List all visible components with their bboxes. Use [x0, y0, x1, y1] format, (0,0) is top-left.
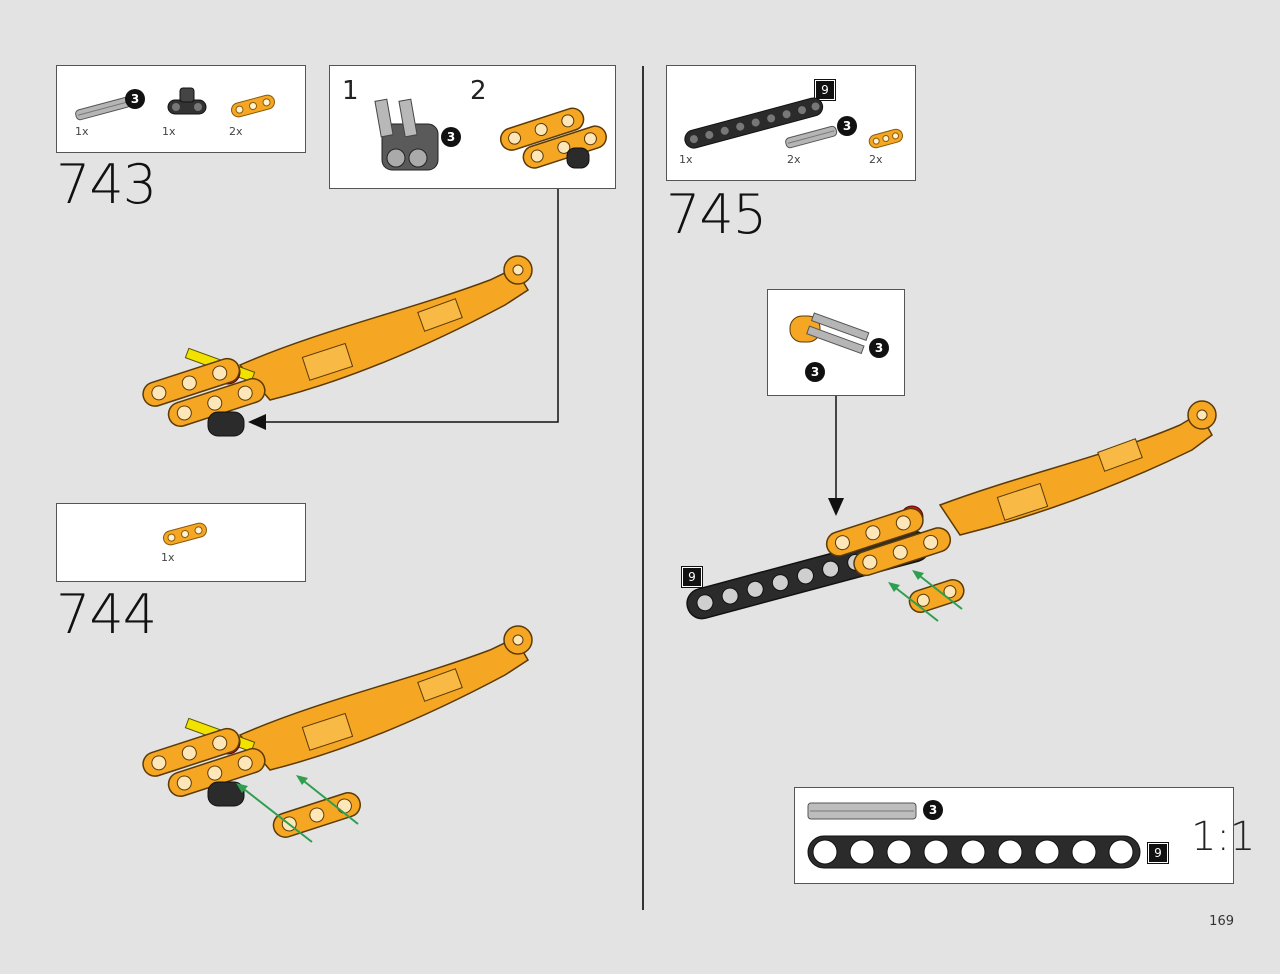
axle-length-badge: 3 — [869, 338, 889, 358]
substep-label: 1 — [342, 76, 359, 106]
beam-length-badge: 9 — [814, 79, 836, 101]
axle-length-badge: 3 — [125, 89, 145, 109]
axle-length-badge: 3 — [805, 362, 825, 382]
axle-length-badge: 3 — [837, 116, 857, 136]
parts-callout-745: 9 1x 3 2x 2x — [666, 65, 916, 181]
part-qty: 1x — [161, 551, 175, 564]
substep-label: 2 — [470, 76, 487, 106]
step-number: 743 — [56, 153, 157, 216]
parts-callout-744: 1x — [56, 503, 306, 582]
beam-orange-3-icon — [868, 128, 904, 149]
part-qty: 2x — [787, 153, 801, 166]
part-qty: 1x — [162, 125, 176, 138]
part-qty: 1x — [75, 125, 89, 138]
beam-orange-3-icon — [231, 94, 275, 118]
part-qty: 1x — [679, 153, 693, 166]
page-divider — [642, 66, 644, 910]
part-qty: 2x — [229, 125, 243, 138]
beam-black-9-icon — [684, 97, 824, 149]
scale-reference-box: 3 9 1:1 — [794, 787, 1255, 884]
axle-length-badge: 3 — [441, 127, 461, 147]
part-qty: 2x — [869, 153, 883, 166]
beam-with-axles-icon — [789, 312, 870, 355]
orange-beam-pair-icon — [499, 107, 607, 169]
axle-gray-icon — [785, 125, 838, 149]
arm-assembly-743 — [142, 255, 533, 437]
page-number: 169 — [1209, 914, 1234, 929]
beam-1to1-icon — [807, 835, 1141, 869]
step-number: 744 — [56, 583, 157, 646]
step-number: 745 — [666, 183, 767, 246]
substep-callout-743: 1 3 2 — [329, 65, 616, 189]
arm-assembly-744 — [142, 625, 533, 843]
beam-orange-3-icon — [163, 522, 207, 546]
connector-dark-icon — [167, 87, 207, 115]
scale-label: 1:1 — [1191, 814, 1256, 860]
arm-assembly-745 — [686, 400, 1217, 622]
subassembly-callout-745: 3 3 — [767, 289, 905, 396]
beam-length-badge: 9 — [681, 566, 703, 588]
connector-subassembly-icon — [374, 98, 439, 171]
axle-1to1-icon — [807, 802, 917, 820]
axle-length-badge: 3 — [923, 800, 943, 820]
parts-callout-743: 3 1x 1x 2x — [56, 65, 306, 153]
beam-length-badge: 9 — [1147, 842, 1169, 864]
